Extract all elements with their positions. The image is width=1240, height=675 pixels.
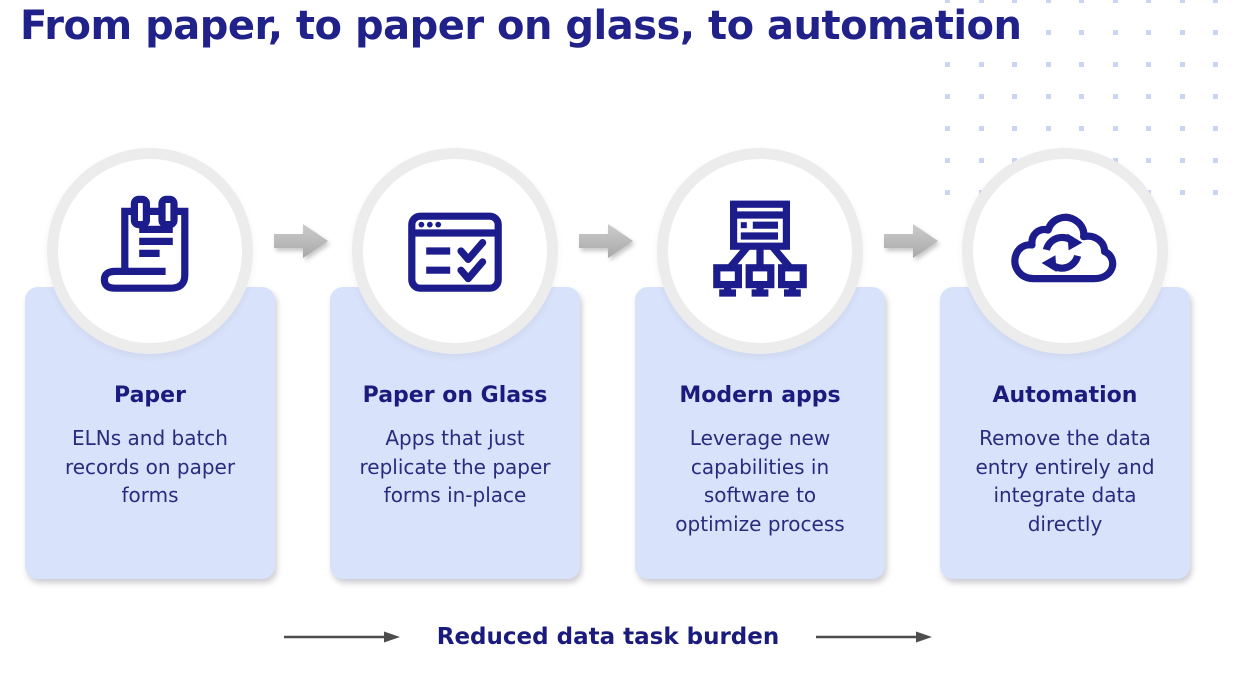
right-arrow-icon — [283, 631, 400, 643]
stage-card-description: ELNs and batch records on paper forms — [64, 426, 236, 508]
footer-label: Reduced data task burden — [436, 624, 780, 650]
stage-icon-circle — [657, 148, 863, 354]
right-arrow-icon — [816, 631, 933, 643]
stage-card-title: Automation — [992, 383, 1138, 408]
cloud-sync-icon — [1011, 213, 1117, 283]
stage-card-title: Paper on Glass — [362, 383, 548, 408]
app-checklist-icon — [408, 212, 502, 292]
stage-card-description: Remove the data entry entirely and integ… — [975, 426, 1155, 536]
stage-paper-on-glass: Paper on Glass Apps that just replicate … — [330, 148, 580, 579]
stage-card-description: Apps that just replicate the paper forms… — [359, 426, 551, 508]
stage-icon-circle — [352, 148, 558, 354]
stage-automation: Automation Remove the data entry entirel… — [940, 148, 1190, 579]
flow-arrow-icon — [884, 224, 938, 258]
stage-card-title: Modern apps — [679, 383, 841, 408]
stage-modern-apps: Modern apps Leverage new capabilities in… — [635, 148, 885, 579]
flow-arrow-icon — [579, 224, 633, 258]
stage-icon-circle — [962, 148, 1168, 354]
stage-card-description: Leverage new capabilities in software to… — [675, 426, 845, 536]
paper-document-icon — [100, 195, 189, 292]
page-title: From paper, to paper on glass, to automa… — [20, 3, 1022, 49]
flow-arrow-icon — [274, 224, 328, 258]
footer-caption: Reduced data task burden — [0, 624, 1216, 650]
stage-card: Paper ELNs and batch records on paper fo… — [25, 287, 275, 579]
networked-apps-icon — [713, 200, 807, 297]
stage-card-title: Paper — [114, 383, 186, 408]
stage-icon-circle — [47, 148, 253, 354]
stage-paper: Paper ELNs and batch records on paper fo… — [25, 148, 275, 579]
